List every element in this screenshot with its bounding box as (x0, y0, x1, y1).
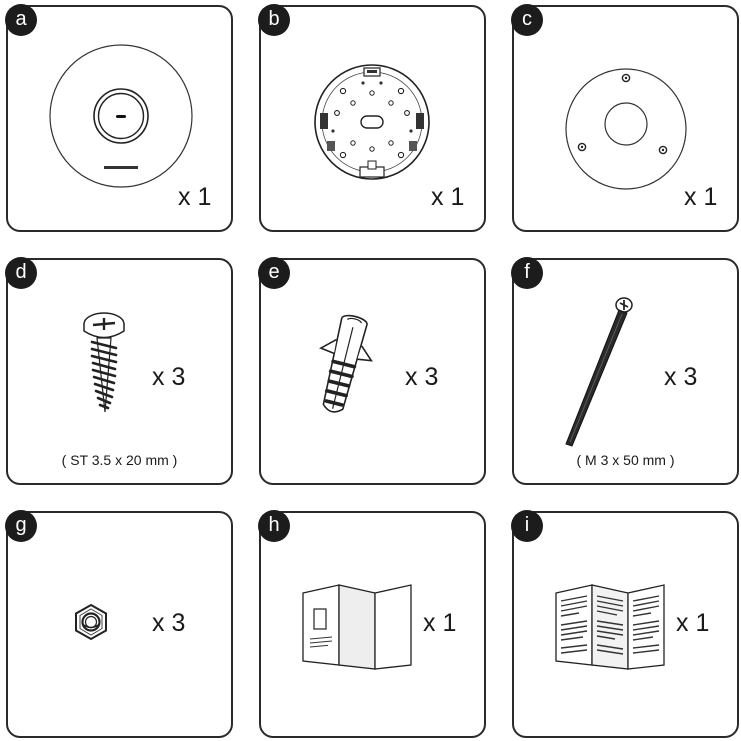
item-letter-badge: i (511, 510, 543, 542)
quantity-label: x 3 (664, 363, 698, 391)
machine-screw-illustration (565, 297, 633, 447)
item-letter-badge: a (5, 4, 37, 36)
item-card-f: f x 3 ( M 3 x 50 mm ) (511, 257, 739, 485)
item-card-h: h x 1 (258, 510, 486, 738)
item-card-c: c x 1 (511, 4, 739, 232)
screw-spec-label: ( ST 3.5 x 20 mm ) (61, 452, 178, 468)
quantity-label: x 1 (684, 183, 718, 211)
quantity-label: x 1 (423, 609, 457, 637)
item-card-g: g x 3 (5, 510, 233, 738)
item-letter-badge: h (258, 510, 290, 542)
manual-text-lines (560, 595, 660, 655)
item-letter-badge: c (511, 4, 543, 36)
item-card-a: a x 1 (5, 4, 233, 232)
wall-anchor-illustration (319, 314, 373, 413)
item-letter-badge: d (5, 257, 37, 289)
screw-threads (90, 340, 118, 410)
mounting-bracket-illustration (314, 64, 430, 180)
item-card-b: b x 1 (258, 4, 486, 232)
item-letter-badge: b (258, 4, 290, 36)
item-card-i: i x 1 (511, 510, 739, 738)
hex-nut-illustration (75, 603, 107, 641)
user-manual-illustration (555, 584, 665, 670)
quantity-label: x 1 (431, 183, 465, 211)
quick-guide-illustration (302, 584, 412, 670)
quantity-label: x 1 (676, 609, 710, 637)
base-plate-illustration (565, 68, 687, 190)
item-letter-badge: g (5, 510, 37, 542)
item-letter-badge: e (258, 257, 290, 289)
tapping-screw-illustration (83, 312, 125, 413)
access-point-illustration (49, 44, 193, 188)
quantity-label: x 1 (178, 183, 212, 211)
quantity-label: x 3 (152, 363, 186, 391)
quantity-label: x 3 (152, 609, 186, 637)
quantity-label: x 3 (405, 363, 439, 391)
screw-spec-label: ( M 3 x 50 mm ) (576, 452, 675, 468)
item-letter-badge: f (511, 257, 543, 289)
item-card-d: d x 3 ( ST 3.5 x 20 mm ) (5, 257, 233, 485)
item-card-e: e x 3 (258, 257, 486, 485)
